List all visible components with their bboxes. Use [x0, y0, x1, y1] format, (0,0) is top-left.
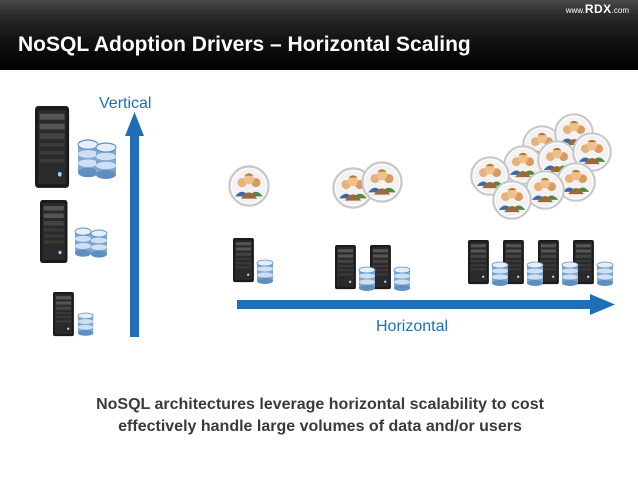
slide-title: NoSQL Adoption Drivers – Horizontal Scal…: [18, 33, 471, 56]
database-icon: [77, 312, 94, 337]
caption-line-1: NoSQL architectures leverage horizontal …: [96, 396, 544, 413]
server-icon: [233, 238, 254, 283]
brand-prefix: www.: [565, 6, 585, 15]
brand-suffix: .com: [611, 6, 629, 15]
caption: NoSQL architectures leverage horizontal …: [40, 394, 600, 438]
database-icon: [77, 139, 117, 180]
user-group-icon: [228, 165, 270, 207]
server-icon: [53, 292, 74, 337]
database-icon: [256, 259, 274, 285]
user-group-icon: [470, 113, 612, 220]
caption-line-2: effectively handle large volumes of data…: [118, 418, 522, 435]
horizontal-label: Horizontal: [376, 318, 449, 335]
server-icon: [40, 200, 68, 263]
title-bar: www.RDX.com NoSQL Adoption Drivers – Hor…: [0, 0, 638, 70]
vertical-arrow: [125, 112, 144, 337]
brand-logo: www.RDX.com: [566, 3, 629, 17]
database-icon: [74, 227, 108, 259]
brand-name: RDX: [584, 2, 612, 16]
server-icon: [35, 106, 70, 188]
user-group-icon: [332, 161, 403, 209]
vertical-label: Vertical: [99, 95, 152, 112]
horizontal-arrow: [237, 294, 615, 315]
